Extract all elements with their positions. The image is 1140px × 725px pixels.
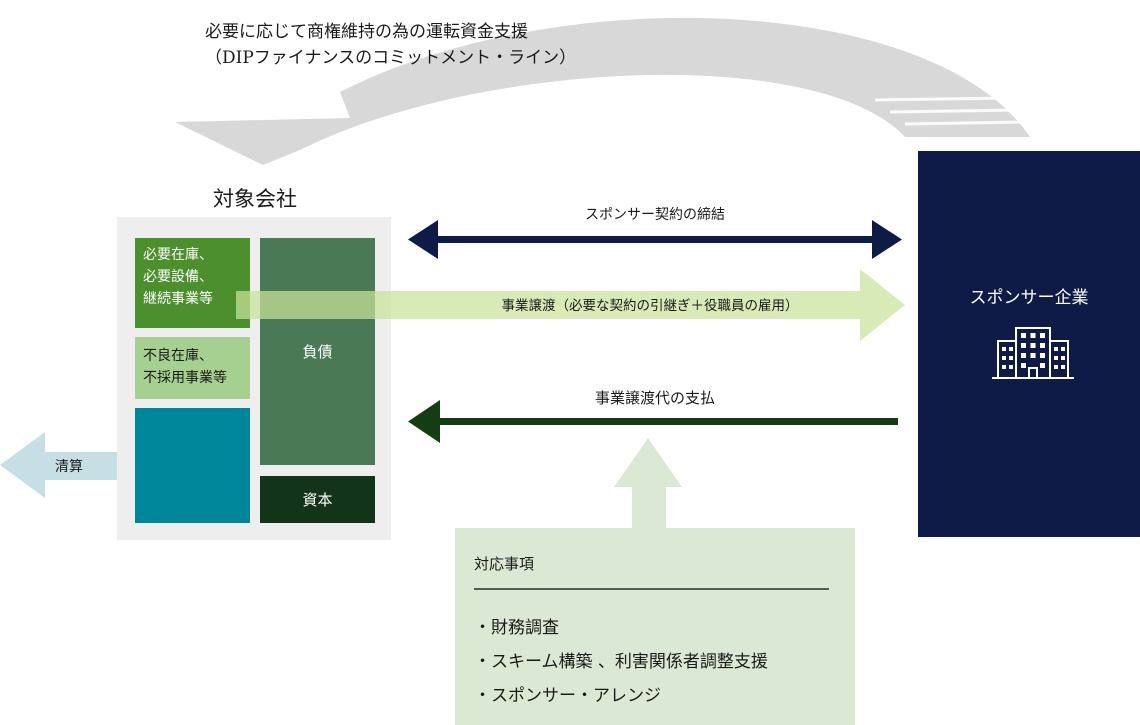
payment-label: 事業譲渡代の支払 <box>594 389 715 407</box>
capital-box: 資本 <box>260 476 375 523</box>
liabilities-label: 負債 <box>302 342 333 361</box>
liquidated-assets-box <box>135 408 250 523</box>
capital-label: 資本 <box>302 490 333 509</box>
transfer-label: 事業譲渡（必要な契約の引継ぎ＋役職員の雇用） <box>501 298 799 314</box>
dip-financing-line2: （DIPファイナンスのコミットメント・ライン） <box>205 48 577 68</box>
support-panel <box>455 528 855 725</box>
liabilities-box: 負債 <box>260 238 375 465</box>
support-item-list: ・財務調査 ・スキーム構築 、利害関係者調整支援 ・スポンサー・アレンジ <box>474 611 768 713</box>
unneeded-assets-box: 不良在庫、 不採用事業等 <box>135 337 250 399</box>
sponsor-block <box>918 151 1140 537</box>
required-assets-label: 必要在庫、 必要設備、 継続事業等 <box>143 247 213 307</box>
liquidation-arrow <box>0 432 142 498</box>
office-building-icon <box>992 327 1074 379</box>
required-assets-box: 必要在庫、 必要設備、 継続事業等 <box>135 238 250 328</box>
target-company-title: 対象会社 <box>213 187 297 211</box>
arrow-streaks <box>874 96 1026 126</box>
support-up-arrow <box>614 438 682 530</box>
support-item: ・スポンサー・アレンジ <box>474 686 661 706</box>
support-item: ・財務調査 <box>474 618 559 638</box>
payment-arrow <box>408 400 898 443</box>
dip-financing-curved-arrow <box>175 17 1030 165</box>
liquidation-label: 清算 <box>55 459 83 475</box>
contract-double-arrow <box>408 220 902 259</box>
dip-financing-text: 必要に応じて商権維持の為の運転資金支援 （DIPファイナンスのコミットメント・ラ… <box>205 19 576 71</box>
dip-financing-line1: 必要に応じて商権維持の為の運転資金支援 <box>205 22 528 42</box>
support-heading: 対応事項 <box>474 555 535 573</box>
sponsor-title: スポンサー企業 <box>969 288 1089 308</box>
contract-label: スポンサー契約の締結 <box>585 207 725 223</box>
support-item: ・スキーム構築 、利害関係者調整支援 <box>474 652 768 672</box>
unneeded-assets-label: 不良在庫、 不採用事業等 <box>143 348 227 386</box>
